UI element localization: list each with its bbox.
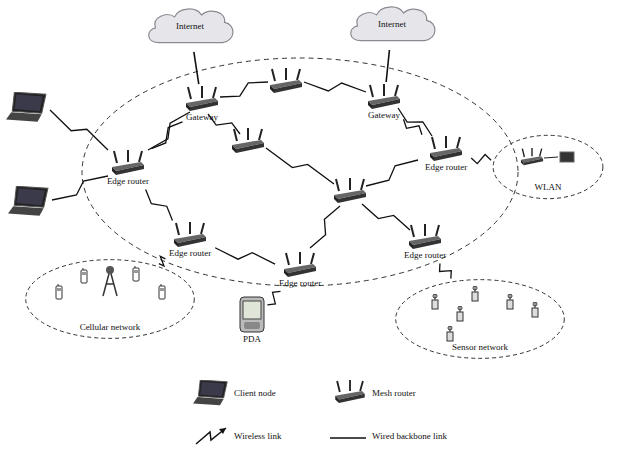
network-region: Cellular network [24,258,196,340]
router-icon [429,136,463,162]
internet-cloud: Internet [142,4,238,50]
router-icon [111,150,145,176]
node-label: Edge router [104,176,152,188]
router-icon [367,84,401,110]
node-label: PDA [241,334,263,346]
router-symbol [186,86,218,111]
wireless-link [52,176,108,200]
wireless-links [50,82,432,248]
router-symbol [409,224,441,249]
legend-text: Wireless link [234,432,281,442]
wireless-link [215,248,275,264]
lightning-line [404,119,422,134]
router-icon [173,222,207,248]
wireless-link [159,256,165,266]
wireless-link [366,160,418,186]
lightning-line [159,256,165,266]
pda-screen [243,301,261,319]
wlan-devices [521,148,574,165]
mesh-router: Gateway [366,84,402,122]
mesh-router: Edge router [104,150,152,188]
node-label: Edge router [277,278,323,290]
router-icon [283,252,317,278]
legend-text: Mesh router [372,389,416,399]
router-symbol [430,136,462,161]
pda-buttons [244,322,260,329]
node-label: Internet [378,20,406,30]
router-icon [185,86,219,112]
wireless-link [220,82,268,97]
router-symbol [112,150,144,175]
wireless-link [267,291,280,305]
mesh-router: Gateway [184,86,220,124]
pda-icon [238,296,266,334]
wireless-link [471,155,491,164]
cellular-devices [56,266,165,299]
node-label: Internet [176,22,204,32]
mesh-router-icons [232,68,366,203]
wired-backbone-link [194,52,199,84]
lightning-line [440,264,452,279]
node-label: Edge router [423,162,469,174]
router-symbol [284,252,316,277]
wireless-link [304,82,366,92]
router-symbol [174,222,206,247]
network-region: WLAN [492,134,604,200]
pda-device: PDA [238,296,266,346]
lightning-line [267,291,280,305]
router-icon [408,224,442,250]
wireless-link [440,264,452,279]
wireless-link [398,108,432,136]
lightning-line [146,189,173,220]
wireless-link [151,122,182,149]
wired-line [386,50,389,82]
lightning-line [215,248,275,264]
router-symbol [368,84,400,109]
lightning-line [471,155,491,164]
dashed-ellipse [396,280,565,359]
legend-text: Client node [234,389,276,399]
client-laptops [6,92,48,215]
wireless-link [362,204,410,230]
node-label: Edge router [402,250,448,262]
legend-icons [193,380,366,444]
wireless-link [266,148,334,184]
wireless-link [148,112,190,150]
mesh-router: Edge router [423,136,469,174]
node-label: WLAN [535,183,562,193]
mesh-router: Edge router [277,252,323,290]
wireless-link [310,206,340,248]
wireless-link [404,119,422,134]
sensor-devices [432,286,538,341]
mesh-router: Edge router [402,224,448,262]
node-label: Gateway [184,112,220,124]
wireless-link [50,110,108,150]
pda-body [240,297,264,332]
dashed-ellipse [493,135,603,198]
mesh-router: Edge router [167,222,213,260]
node-label: Edge router [167,248,213,260]
wireless-link [146,189,173,220]
node-label: Gateway [366,110,402,122]
network-region: Sensor network [394,278,566,360]
node-label: Cellular network [80,323,141,333]
legend-text: Wired backbone link [372,432,447,442]
node-label: Sensor network [452,343,508,353]
dashed-ellipse [26,260,195,339]
wired-backbone-link [386,50,389,82]
cloud-outline [351,7,435,41]
lightning-line [151,122,182,149]
cloud-outline [149,9,233,43]
internet-cloud: Internet [344,2,440,48]
mesh-backbone-region [82,58,518,286]
wired-line [194,52,199,84]
